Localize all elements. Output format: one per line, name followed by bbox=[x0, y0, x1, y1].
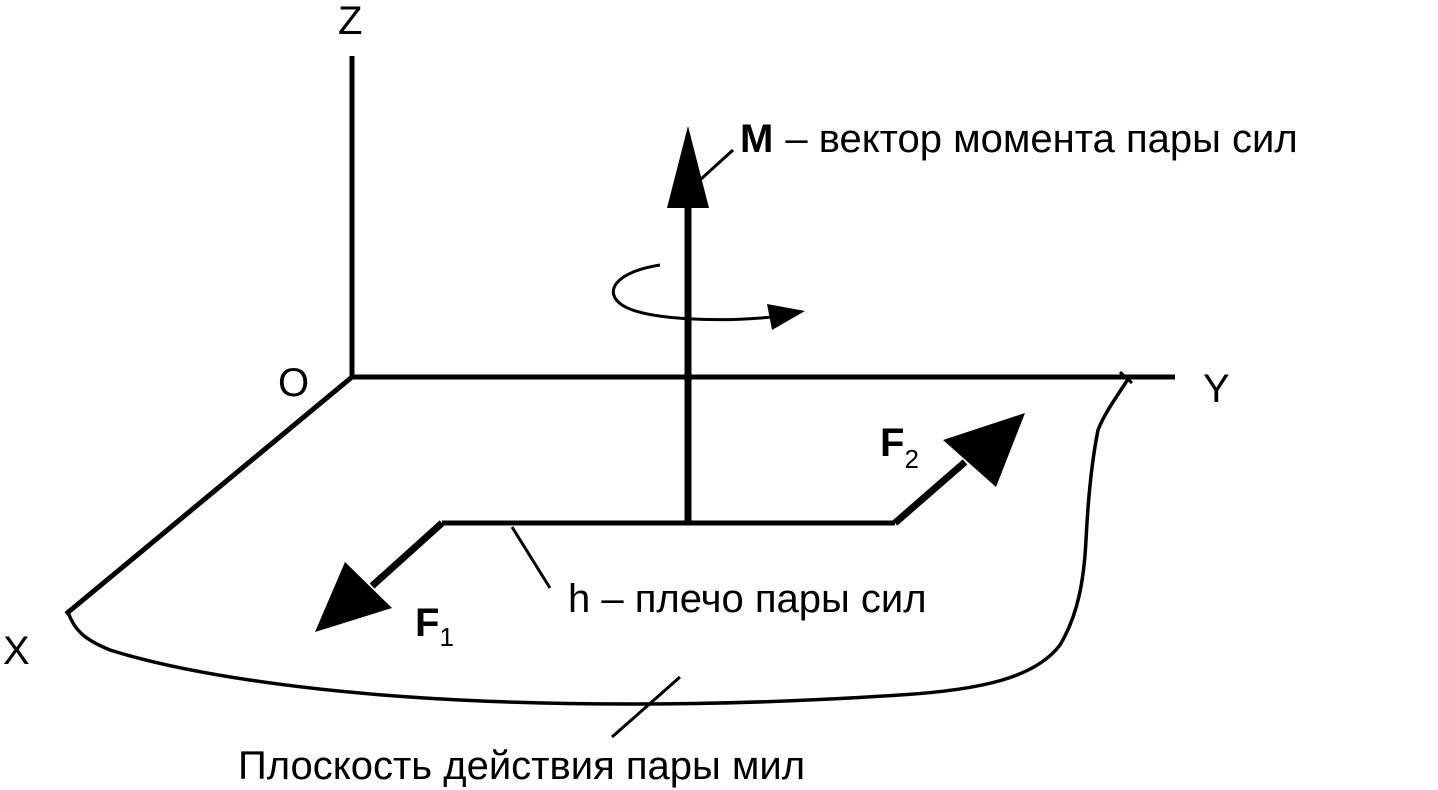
moment-caption-text: – вектор момента пары сил bbox=[785, 117, 1297, 161]
moment-vector-arrowhead bbox=[667, 126, 709, 208]
y-tick bbox=[1118, 370, 1134, 385]
y-axis-label: Y bbox=[1203, 367, 1230, 411]
rotation-arrowhead-icon bbox=[767, 304, 805, 330]
plane-leader-line bbox=[611, 675, 681, 739]
force-f2-shaft bbox=[892, 459, 968, 526]
force-f2-label: F2 bbox=[880, 421, 919, 474]
arm-leader-line bbox=[510, 526, 552, 589]
moment-symbol: M bbox=[740, 117, 773, 161]
force-f2-arrowhead bbox=[943, 413, 1025, 487]
force-f1-arrowhead bbox=[315, 562, 392, 632]
rotation-arc bbox=[611, 263, 783, 322]
action-plane-outline bbox=[66, 375, 1132, 706]
force-f1-symbol: F bbox=[415, 601, 439, 645]
force-f1-label: F1 bbox=[415, 601, 454, 652]
force-f2-symbol: F bbox=[880, 421, 904, 465]
moment-leader-line bbox=[698, 148, 735, 182]
x-axis bbox=[64, 375, 354, 616]
z-axis-label: Z bbox=[338, 0, 362, 43]
plane-caption: Плоскость действия пары мил bbox=[238, 744, 805, 788]
force-f2-index: 2 bbox=[904, 444, 918, 474]
origin-label: O bbox=[278, 361, 309, 405]
x-axis-label: X bbox=[3, 629, 30, 673]
force-f1-index: 1 bbox=[439, 622, 453, 652]
arm-caption: h – плечо пары сил bbox=[568, 577, 927, 621]
moment-caption: M – вектор момента пары сил bbox=[740, 117, 1298, 161]
force-f1-shaft bbox=[369, 520, 445, 589]
